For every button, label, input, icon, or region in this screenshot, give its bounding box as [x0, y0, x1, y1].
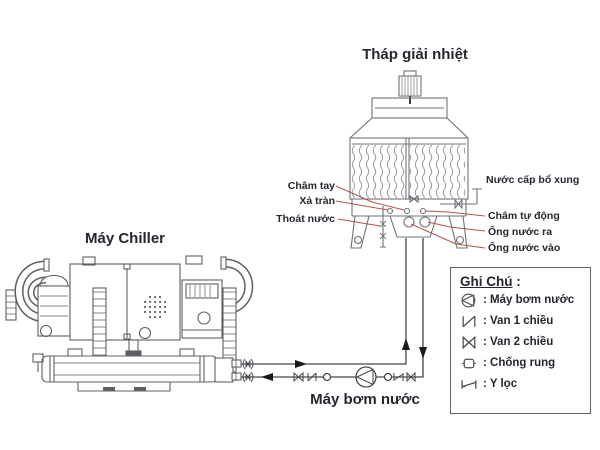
two-way-valve-icon: [462, 335, 476, 349]
overflow-port: [386, 207, 394, 215]
tower-motor-cap: [403, 70, 417, 77]
check-valve-icon: [462, 315, 476, 327]
chiller-dot-grid: [144, 296, 167, 318]
condenser-water-piping: [241, 238, 427, 388]
pipe-from-tower: [241, 238, 424, 378]
tower-fill-right: [410, 145, 465, 198]
manual-fill-port: [403, 207, 411, 215]
legend-item-two-way-valve: : Van 2 chiều: [460, 332, 590, 352]
chiller-title: Máy Chiller: [84, 230, 166, 247]
cooling-tower-title: Tháp giải nhiệt: [362, 46, 468, 63]
label-nuoc-cap: Nước cấp bổ xung: [486, 174, 580, 186]
check-valve-symbol: [307, 372, 317, 382]
label-cham-tu-dong: Châm tự động: [488, 210, 560, 222]
pipe-to-tower: [241, 238, 407, 365]
label-ong-nuoc-vao: Ống nước vào: [488, 242, 561, 254]
anti-vibration-symbol: [383, 372, 393, 382]
two-way-valve-symbol: [406, 371, 416, 383]
y-strainer-icon: [461, 379, 477, 389]
label-xa-tran: Xả tràn: [299, 195, 335, 207]
flow-arrow-right: [295, 360, 307, 368]
legend-title: Ghi Chú :: [460, 274, 521, 289]
legend-box: Ghi Chú : : Máy bơm nước : Van 1 chiều :…: [450, 267, 591, 414]
anti-vibration-icon: [462, 358, 476, 368]
manual-fill-valve: [409, 194, 419, 204]
anti-vibration-symbol: [322, 372, 332, 382]
leader-xa-tran: [335, 200, 389, 211]
leader-ong-nuoc-vao: [410, 223, 486, 249]
label-cham-tay: Châm tay: [287, 180, 335, 192]
tower-fill-left: [352, 145, 405, 198]
leader-cham-tay: [335, 185, 405, 211]
tower-sump: [389, 215, 438, 238]
flow-arrow-down: [419, 347, 427, 359]
pump-title: Máy bơm nước: [310, 391, 420, 408]
label-ong-nuoc-ra: Ống nước ra: [488, 226, 553, 238]
leader-cham-tu-dong: [425, 210, 486, 217]
legend-item-y-strainer: : Y lọc: [460, 374, 590, 394]
legend-item-pump: : Máy bơm nước: [460, 290, 590, 310]
flex-connector-top: [242, 358, 254, 370]
cooling-tower-drawing: [349, 70, 482, 249]
two-way-valve-symbol: [293, 371, 304, 383]
legend-item-check-valve: : Van 1 chiều: [460, 311, 590, 331]
legend-item-anti-vibration: : Chống rung: [460, 353, 590, 373]
pump-icon: [461, 293, 476, 307]
makeup-valve: [454, 198, 463, 210]
flex-connector-bottom: [242, 371, 254, 383]
chiller-drawing: [5, 255, 254, 392]
flow-arrow-up: [402, 338, 410, 350]
auto-fill-port: [419, 207, 427, 215]
label-thoat-nuoc: Thoát nước: [276, 213, 335, 225]
leader-lines: [335, 185, 486, 249]
leader-ong-nuoc-ra: [427, 221, 486, 232]
water-inlet-port: [403, 216, 415, 228]
flow-arrow-left: [261, 373, 273, 381]
y-strainer-symbol: [393, 373, 404, 381]
drain-pipe: [380, 206, 386, 248]
leader-thoat-nuoc: [337, 218, 381, 227]
